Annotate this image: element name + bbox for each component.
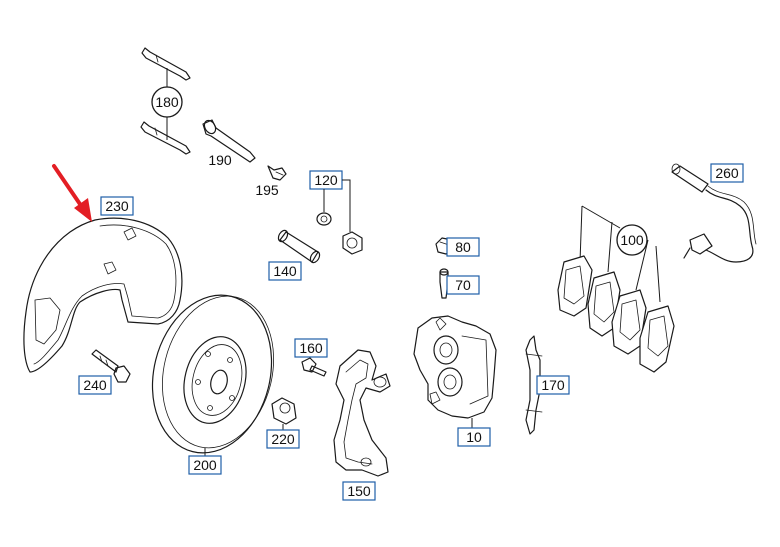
label-10: 10 [466, 429, 482, 445]
guide-pin-lower [140, 121, 191, 155]
label-box-80 [446, 237, 480, 257]
disc-screw-220 [271, 397, 297, 425]
label-70: 70 [455, 277, 471, 293]
label-box-200 [188, 455, 222, 475]
spring-clip-170 [525, 335, 543, 435]
wear-sensor-260 [671, 163, 757, 263]
brake-pad-1 [557, 255, 593, 317]
label-80: 80 [455, 239, 471, 255]
label-195: 195 [255, 182, 279, 198]
label-160: 160 [299, 340, 323, 356]
label-120: 120 [314, 172, 338, 188]
label-200: 200 [193, 457, 217, 473]
label-box-230 [100, 196, 134, 216]
label-260: 260 [715, 165, 739, 181]
label-box-260 [710, 163, 744, 183]
brake-pad-4 [639, 305, 675, 373]
bleed-screw-195 [267, 165, 287, 181]
label-box-10 [457, 427, 491, 447]
guide-sleeve-140 [277, 229, 321, 264]
label-140: 140 [273, 263, 297, 279]
label-220: 220 [271, 431, 295, 447]
label-100: 100 [620, 232, 644, 248]
label-180: 180 [155, 94, 179, 110]
label-190: 190 [208, 152, 232, 168]
bushing-small [316, 212, 332, 226]
label-box-70 [446, 275, 480, 295]
guide-bolt-190 [202, 119, 256, 163]
red-arrow-icon [52, 164, 92, 222]
label-box-240 [78, 375, 112, 395]
label-circle-180 [151, 86, 183, 118]
bolt-160 [301, 357, 327, 377]
label-circle-100 [616, 224, 648, 256]
label-150: 150 [347, 483, 371, 499]
caliper-bracket-150 [333, 349, 391, 477]
splash-shield-230 [23, 217, 183, 373]
bleed-screw-70 [439, 268, 449, 299]
label-230: 230 [105, 198, 129, 214]
label-240: 240 [83, 377, 107, 393]
label-170: 170 [541, 377, 565, 393]
guide-pin-upper [141, 47, 191, 81]
brake-pad-3 [611, 289, 647, 355]
label-box-220 [266, 429, 300, 449]
label-box-140 [268, 261, 302, 281]
label-box-150 [342, 481, 376, 501]
brake-caliper-10 [413, 315, 497, 419]
label-box-160 [294, 338, 328, 358]
bolt-240 [91, 349, 131, 383]
label-box-170 [536, 375, 570, 395]
bushing-large [342, 231, 363, 255]
brake-disc-200 [151, 294, 275, 454]
